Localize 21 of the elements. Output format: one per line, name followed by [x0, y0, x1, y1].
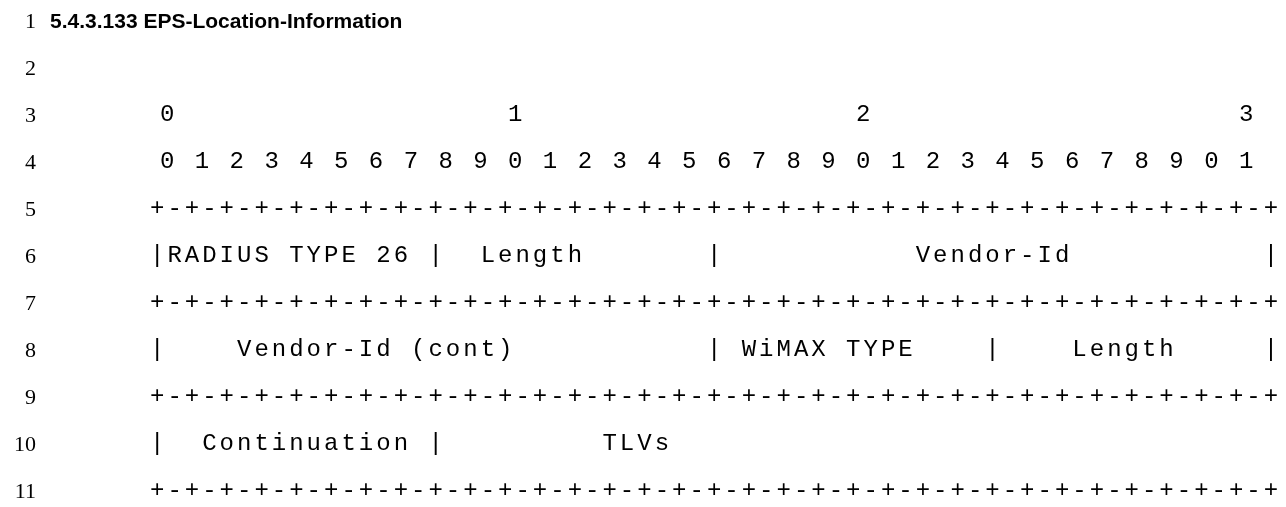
- line-number: 8: [24, 337, 36, 363]
- field-row: | Vendor-Id (cont) | WiMAX TYPE | Length |: [150, 337, 1282, 363]
- line-number: 5: [24, 196, 36, 222]
- line-number: 4: [24, 149, 36, 175]
- field-row: | Continuation | TLVs: [150, 431, 673, 457]
- field-separator: +-+-+-+-+-+-+-+-+-+-+-+-+-+-+-+-+-+-+-+-+-+-+-+-+-+-+-+-+-+-+-+-+: [150, 196, 1282, 222]
- field-row: |RADIUS TYPE 26 | Length | Vendor-Id |: [150, 243, 1282, 269]
- line-number: 7: [24, 290, 36, 316]
- bit-ruler: 0 1 2 3: [160, 102, 1257, 128]
- bit-ruler: 0 1 2 3 4 5 6 7 8 9 0 1 2 3 4 5 6 7 8 9 0 1 2 3 4 5 6 7 8 9 0 1: [160, 149, 1257, 175]
- field-separator: +-+-+-+-+-+-+-+-+-+-+-+-+-+-+-+-+-+-+-+-+-+-+-+-+-+-+-+-+-+-+-+-+: [150, 384, 1282, 410]
- field-separator: +-+-+-+-+-+-+-+-+-+-+-+-+-+-+-+-+-+-+-+-+-+-+-+-+-+-+-+-+-+-+-+-+: [150, 478, 1282, 504]
- field-separator: +-+-+-+-+-+-+-+-+-+-+-+-+-+-+-+-+-+-+-+-+-+-+-+-+-+-+-+-+-+-+-+-+: [150, 290, 1282, 316]
- line-number: 1: [24, 8, 36, 34]
- line-number: 9: [24, 384, 36, 410]
- line-number: 11: [13, 478, 36, 504]
- line-number: 2: [24, 55, 36, 81]
- section-heading: 5.4.3.133 EPS-Location-Information: [50, 8, 403, 34]
- line-number: 10: [13, 431, 36, 457]
- line-number: 6: [24, 243, 36, 269]
- line-number: 3: [24, 102, 36, 128]
